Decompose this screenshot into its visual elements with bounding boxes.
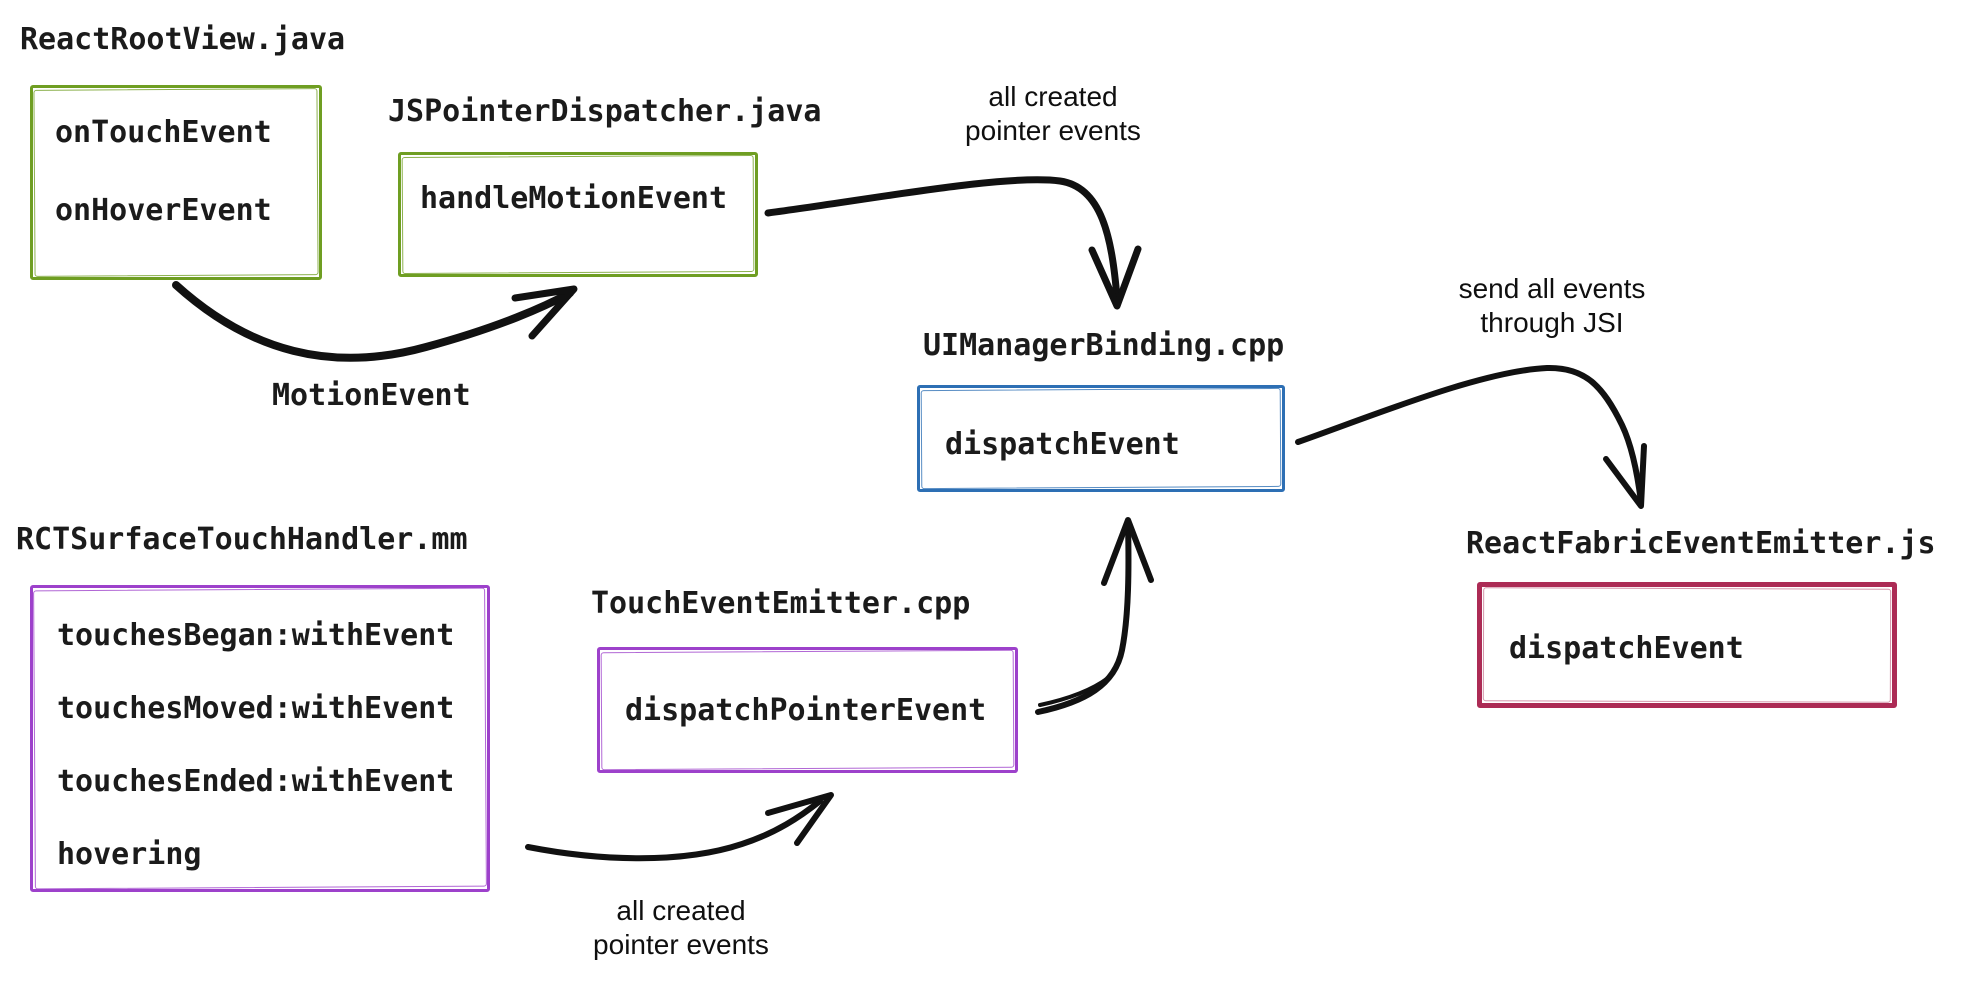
- edge-label-bottom-line1: all created: [616, 895, 746, 926]
- arrow-send-jsi: [1295, 364, 1647, 509]
- edge-label-top-pointer-events: all created pointer events: [903, 80, 1203, 148]
- arrow-motion-event: [172, 281, 578, 362]
- method-touches-ended: touchesEnded:withEvent: [57, 764, 455, 799]
- method-hovering: hovering: [57, 837, 202, 872]
- node-title-js-pointer-dispatcher: JSPointerDispatcher.java: [388, 94, 822, 129]
- edge-label-send-jsi: send all events through JSI: [1402, 272, 1702, 340]
- arrow-bottom-pointer-events: [525, 792, 834, 862]
- method-touches-moved: touchesMoved:withEvent: [57, 691, 455, 726]
- edge-label-bottom-pointer-events: all created pointer events: [531, 894, 831, 962]
- edge-label-jsi-line1: send all events: [1458, 273, 1646, 304]
- node-box-rct-surface-touch-handler: touchesBegan:withEvent touchesMoved:with…: [30, 585, 490, 892]
- arrow-top-pointer-events: [764, 176, 1142, 310]
- edge-label-jsi-line2: through JSI: [1480, 307, 1624, 338]
- edge-label-bottom-line2: pointer events: [593, 929, 769, 960]
- edge-label-top-line2: pointer events: [965, 115, 1141, 146]
- node-title-react-fabric-event-emitter: ReactFabricEventEmitter.js: [1466, 526, 1936, 561]
- node-box-js-pointer-dispatcher: handleMotionEvent: [398, 152, 758, 277]
- method-dispatch-event-fabric: dispatchEvent: [1509, 631, 1744, 666]
- method-on-hover-event: onHoverEvent: [55, 193, 272, 228]
- node-box-react-root-view: onTouchEvent onHoverEvent: [30, 85, 322, 280]
- node-title-react-root-view: ReactRootView.java: [20, 22, 346, 57]
- node-title-ui-manager-binding: UIManagerBinding.cpp: [923, 328, 1285, 363]
- node-box-react-fabric-event-emitter: dispatchEvent: [1477, 582, 1897, 708]
- node-box-touch-event-emitter: dispatchPointerEvent: [597, 647, 1018, 773]
- edge-label-top-line1: all created: [988, 81, 1118, 112]
- method-handle-motion-event: handleMotionEvent: [420, 181, 728, 216]
- method-dispatch-event-binding: dispatchEvent: [945, 427, 1180, 462]
- node-title-touch-event-emitter: TouchEventEmitter.cpp: [591, 586, 971, 621]
- node-box-ui-manager-binding: dispatchEvent: [917, 385, 1285, 492]
- method-touches-began: touchesBegan:withEvent: [57, 618, 455, 653]
- method-on-touch-event: onTouchEvent: [55, 115, 272, 150]
- arrow-dispatch-up: [1035, 517, 1154, 715]
- node-title-rct-surface-touch-handler: RCTSurfaceTouchHandler.mm: [16, 522, 468, 557]
- edge-label-motion-event: MotionEvent: [272, 378, 471, 413]
- method-dispatch-pointer-event: dispatchPointerEvent: [625, 693, 987, 728]
